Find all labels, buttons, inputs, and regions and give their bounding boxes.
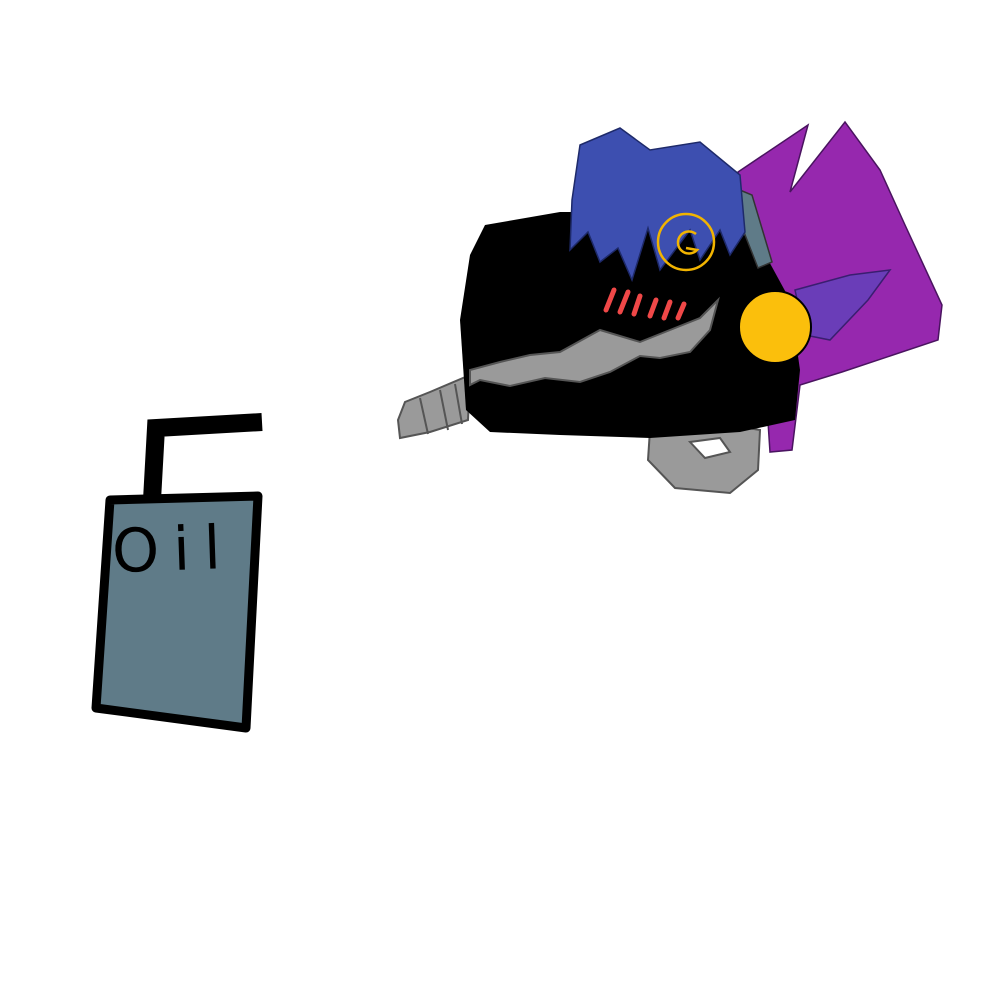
- oil-can: [91, 413, 263, 733]
- hair: [569, 127, 746, 283]
- tail-stripes: [419, 383, 463, 435]
- yellow-orb: [738, 290, 812, 364]
- mouth-teeth: [469, 296, 720, 388]
- oil-can-body: [91, 491, 263, 733]
- oil-can-spout: [143, 413, 263, 501]
- eye-spiral: [656, 212, 716, 272]
- oil-can-label: Oil: [110, 512, 236, 588]
- creature-body: [460, 212, 800, 438]
- blush-marks: [603, 287, 687, 321]
